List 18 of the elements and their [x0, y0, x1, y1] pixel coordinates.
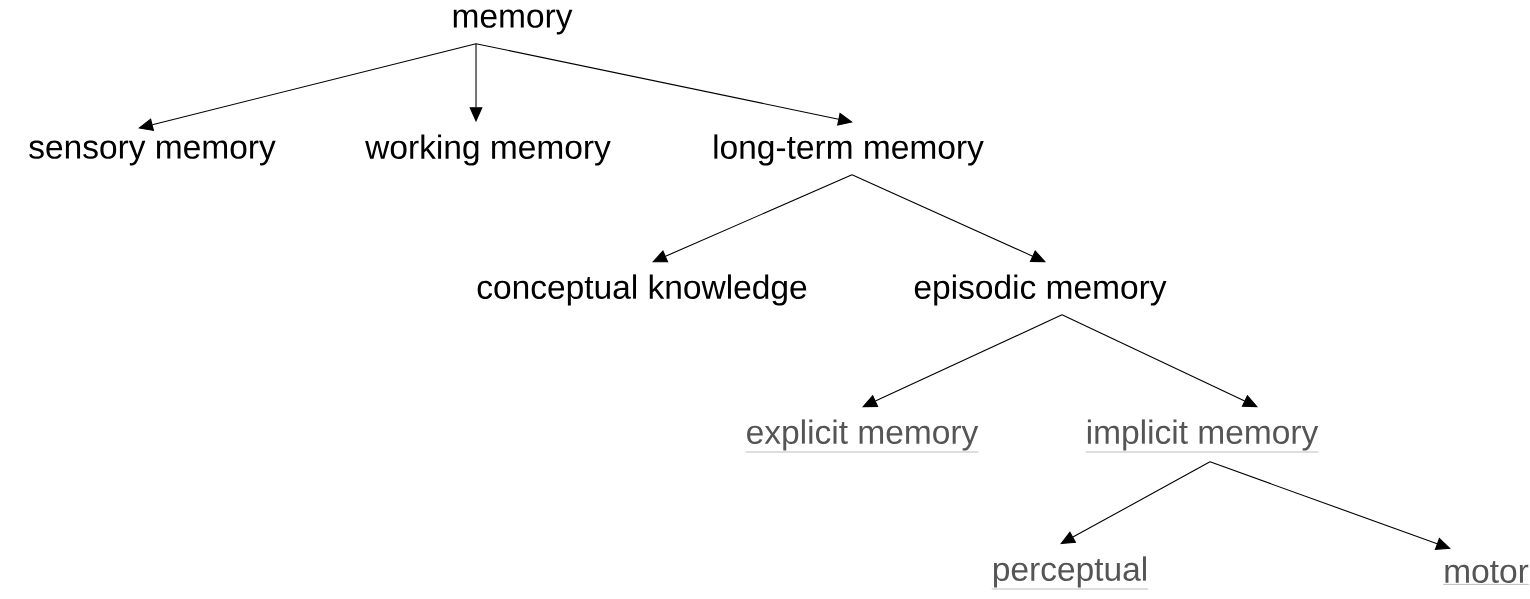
arrow [1209, 461, 1451, 550]
arrow [652, 174, 853, 263]
link-text: implicit memory [1085, 419, 1319, 453]
link-text: perceptual [991, 556, 1149, 590]
node-label: conceptual knowledge [477, 274, 807, 306]
node-label: sensory memory [29, 140, 276, 166]
node-label: working memory [365, 134, 611, 166]
arrow [1061, 314, 1258, 408]
node-label: episodic memory [914, 274, 1167, 306]
arrow [475, 43, 853, 126]
arrow [851, 174, 1046, 263]
link-text: explicit memory [745, 419, 979, 453]
link-text: motor [1443, 561, 1529, 585]
arrow [138, 43, 477, 132]
node-label: long-term memory [714, 134, 984, 166]
arrow [1060, 461, 1211, 545]
node-label: memory [453, 9, 573, 35]
arrow [862, 314, 1063, 408]
